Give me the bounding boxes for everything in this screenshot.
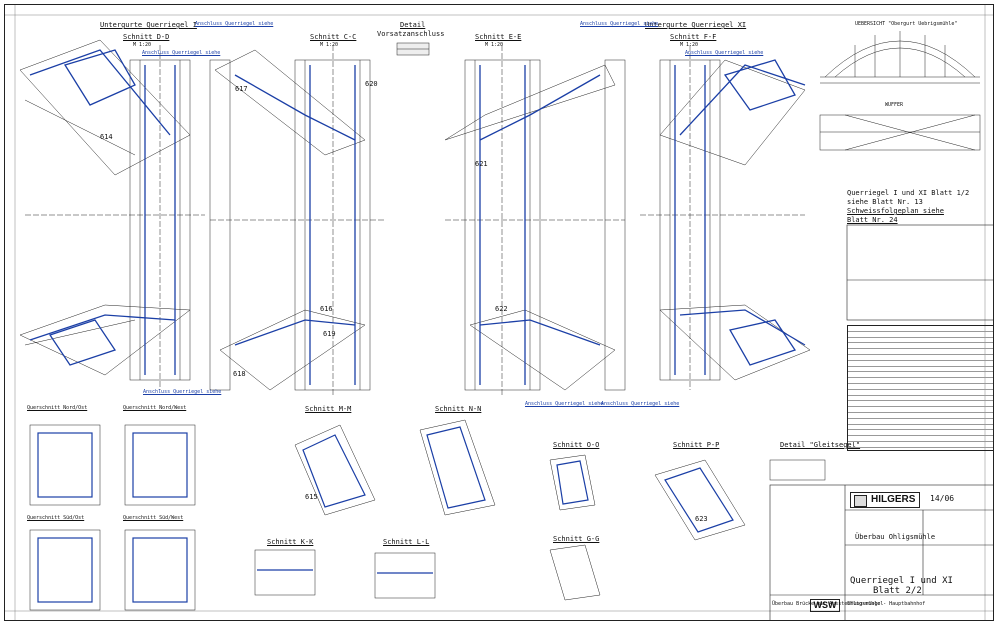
ref-line-3: Schweissfolgeplan siehe <box>847 207 944 215</box>
cross-section-b: Querschnitt Nord/West <box>123 405 187 411</box>
overview-title: UEBERSICHT "Obergurt Uebrigsmühle" <box>855 21 958 27</box>
section-k-k: Schnitt K-K <box>267 538 314 546</box>
section-d-d: Schnitt D-D <box>123 33 170 41</box>
overview-label: WUFFER <box>885 102 904 108</box>
part-number: 622 <box>495 305 508 313</box>
part-number: 623 <box>695 515 708 523</box>
parts-row <box>848 343 993 350</box>
scale-f-f: M 1:20 <box>680 42 699 48</box>
parts-row <box>848 378 993 384</box>
subject-line-2: Blatt 2/2 <box>873 586 922 596</box>
header-untergurt-right: Untergurte Querriegel XI <box>645 21 747 29</box>
company-name: HILGERS <box>871 494 916 505</box>
part-number: 620 <box>365 80 378 88</box>
section-c-c: Schnitt C-C <box>310 33 357 41</box>
parts-row <box>848 390 993 396</box>
part-number: 617 <box>235 85 248 93</box>
parts-row <box>848 349 993 355</box>
section-n-n: Schnitt N-N <box>435 405 482 413</box>
blue-note-4: Anschluss Querriegel siehe <box>143 389 222 395</box>
scale-c-c: M 1:20 <box>320 42 339 48</box>
parts-row <box>848 442 993 448</box>
part-number: 616 <box>320 305 333 313</box>
section-l-l: Schnitt L-L <box>383 538 430 546</box>
overview-arch <box>819 31 981 151</box>
detail-gleitsegel: Detail "Gleitsegel" <box>780 441 861 449</box>
cross-sections <box>29 424 196 611</box>
section-m-m: Schnitt M-M <box>305 405 352 413</box>
header-detail: Detail <box>400 21 426 29</box>
company-logo: HILGERS <box>850 492 920 508</box>
blue-note-6: Anschluss Querriegel siehe <box>601 401 680 407</box>
part-number: 621 <box>475 160 488 168</box>
drawing-untergurt-right <box>640 45 811 390</box>
section-e-e: Schnitt E-E <box>475 33 522 41</box>
blue-note-2: Anschluss Querriegel siehe <box>580 21 659 27</box>
header-untergurt-left: Untergurte Querriegel I <box>100 21 197 29</box>
parts-row <box>848 338 993 344</box>
header-detail-sub: Vorsatzanschluss <box>377 30 445 38</box>
parts-row <box>848 430 993 437</box>
section-g-g: Schnitt G-G <box>553 535 600 543</box>
drawing-obergurt-right <box>444 45 626 395</box>
blue-note-3: Anschluss Querriegel siehe <box>142 50 221 56</box>
ref-line-4: Blatt Nr. 24 <box>847 216 898 224</box>
parts-row <box>848 355 993 361</box>
cross-section-a: Querschnitt Nord/Ost <box>27 405 88 411</box>
parts-row <box>848 332 993 338</box>
section-f-f: Schnitt F-F <box>670 33 717 41</box>
parts-row <box>848 425 993 431</box>
project-name: Überbau Ohligsmühle <box>855 533 936 541</box>
parts-row <box>848 407 993 413</box>
parts-row <box>848 372 993 379</box>
drawing-sheet: Untergurte Querriegel I Schnitt D-D Schn… <box>4 4 994 621</box>
footer-left: Überbau Brücke mit Aussteifungsriegel <box>772 601 884 607</box>
scale-e-e: M 1:20 <box>485 42 504 48</box>
drawing-canvas <box>5 5 993 620</box>
parts-row <box>848 326 993 332</box>
drawing-untergurt-left <box>19 39 205 390</box>
section-o-o: Schnitt O-O <box>553 441 600 449</box>
cross-section-d: Querschnitt Süd/West <box>123 515 184 521</box>
parts-row <box>848 367 993 373</box>
ref-line-1: Querriegel I und XI Blatt 1/2 <box>847 189 970 197</box>
section-p-p: Schnitt P-P <box>673 441 720 449</box>
footer-right: Ohligsmühle - Hauptbahnhof <box>847 601 926 607</box>
blue-note-5: Anschluss Querriegel siehe <box>525 401 604 407</box>
logo-icon <box>854 495 867 507</box>
ref-line-2: siehe Blatt Nr. 13 <box>847 198 923 206</box>
parts-row <box>848 419 993 425</box>
blue-note-7: Anschluss Querriegel siehe <box>685 50 764 56</box>
part-number: 614 <box>100 133 113 141</box>
subject-line-1: Querriegel I und XI <box>850 576 953 586</box>
scale-d-d: M 1:20 <box>133 42 152 48</box>
drawing-number: 14/06 <box>930 494 955 503</box>
part-number: 615 <box>305 493 318 501</box>
parts-row <box>848 361 993 367</box>
cross-section-c: Querschnitt Süd/Ost <box>27 515 85 521</box>
parts-row <box>848 384 993 390</box>
parts-row <box>848 436 993 442</box>
drawing-obergurt-left <box>209 45 385 395</box>
parts-row <box>848 448 993 450</box>
parts-row <box>848 401 993 408</box>
part-number: 618 <box>233 370 246 378</box>
wsw-logo: WSW <box>810 599 840 612</box>
parts-list <box>847 325 993 451</box>
parts-row <box>848 413 993 419</box>
part-number: 619 <box>323 330 336 338</box>
parts-row <box>848 396 993 402</box>
blue-note-1: Anschluss Querriegel siehe <box>195 21 274 27</box>
